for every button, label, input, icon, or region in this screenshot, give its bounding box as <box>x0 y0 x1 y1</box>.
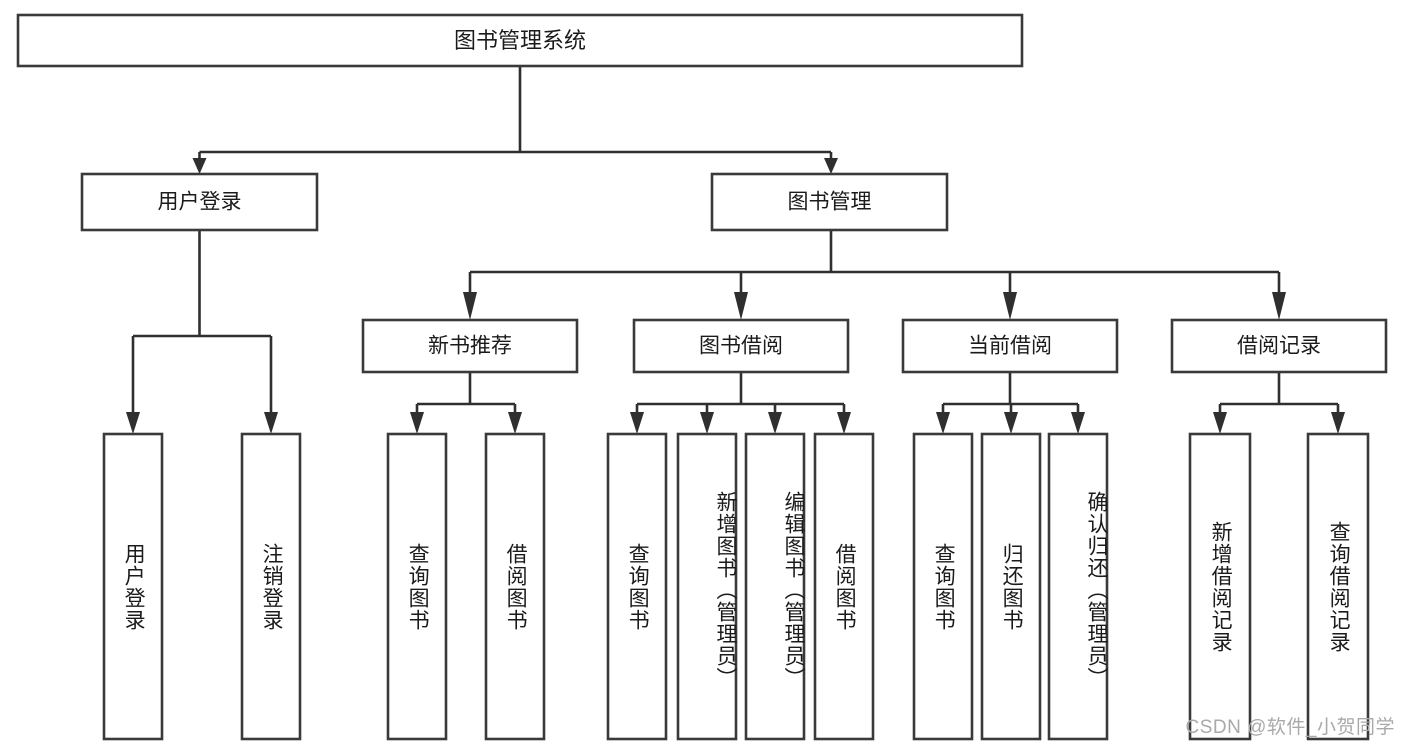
arrow-head-book-borrow <box>734 292 748 320</box>
leaf-box-3[interactable] <box>484 432 546 741</box>
arrow-head-current-borrow <box>1003 292 1017 320</box>
node-box-borrow-record[interactable] <box>1170 318 1388 374</box>
leaf-box-11[interactable] <box>1188 432 1252 741</box>
arrow-head-leaf-query-book-2 <box>630 412 644 434</box>
arrow-head-leaf-add-record <box>1213 412 1227 434</box>
arrow-head-leaf-query-book-3 <box>936 412 950 434</box>
node-label-book-borrow: 图书借阅 <box>699 335 783 358</box>
arrow-head-new-book-rec <box>463 292 477 320</box>
node-box-current-borrow[interactable] <box>901 318 1119 374</box>
leaf-box-12[interactable] <box>1306 432 1370 741</box>
leaf-box-9[interactable] <box>980 432 1042 741</box>
arrow-head-borrow-record <box>1272 292 1286 320</box>
leaf-box-0[interactable] <box>102 432 164 741</box>
arrow-head-user-login <box>192 158 207 174</box>
arrow-head-leaf-return-book <box>1004 412 1018 434</box>
connectors-layer <box>126 66 1345 434</box>
arrow-head-leaf-query-record <box>1331 412 1345 434</box>
leaf-box-10[interactable] <box>1047 432 1109 741</box>
arrow-head-leaf-borrow-book-2 <box>837 412 851 434</box>
node-label-new-book-rec: 新书推荐 <box>428 335 512 358</box>
arrow-head-leaf-user-login <box>126 412 140 434</box>
node-box-user-login[interactable] <box>80 172 319 232</box>
arrow-head-leaf-edit-book <box>768 412 782 434</box>
leaf-box-1[interactable] <box>240 432 302 741</box>
leaf-box-6[interactable] <box>744 432 806 741</box>
arrow-head-leaf-query-book-1 <box>410 412 424 434</box>
node-box-new-book-rec[interactable] <box>361 318 579 374</box>
arrow-head-leaf-borrow-book-1 <box>508 412 522 434</box>
node-label-borrow-record: 借阅记录 <box>1237 335 1321 358</box>
nodes-layer: 图书管理系统 用户登录 图书管理 新书推荐 图书借阅 当前借阅 借阅记录 <box>16 13 1388 741</box>
node-box-book-borrow[interactable] <box>632 318 850 374</box>
leaf-box-8[interactable] <box>912 432 974 741</box>
node-label-current-borrow: 当前借阅 <box>968 335 1052 358</box>
node-label-book-manage: 图书管理 <box>788 191 872 214</box>
arrow-head-book-manage <box>824 158 838 174</box>
leaf-box-4[interactable] <box>606 432 668 741</box>
arrow-head-leaf-logout <box>264 412 278 434</box>
arrow-head-leaf-confirm-return <box>1071 412 1085 434</box>
leaf-box-5[interactable] <box>676 432 738 741</box>
leaf-box-2[interactable] <box>386 432 448 741</box>
node-box-root[interactable] <box>16 13 1024 68</box>
node-label-root: 图书管理系统 <box>454 28 586 53</box>
leaf-box-7[interactable] <box>813 432 875 741</box>
arrow-head-leaf-add-book <box>700 412 714 434</box>
node-label-user-login: 用户登录 <box>158 191 242 214</box>
node-box-book-manage[interactable] <box>710 172 949 232</box>
